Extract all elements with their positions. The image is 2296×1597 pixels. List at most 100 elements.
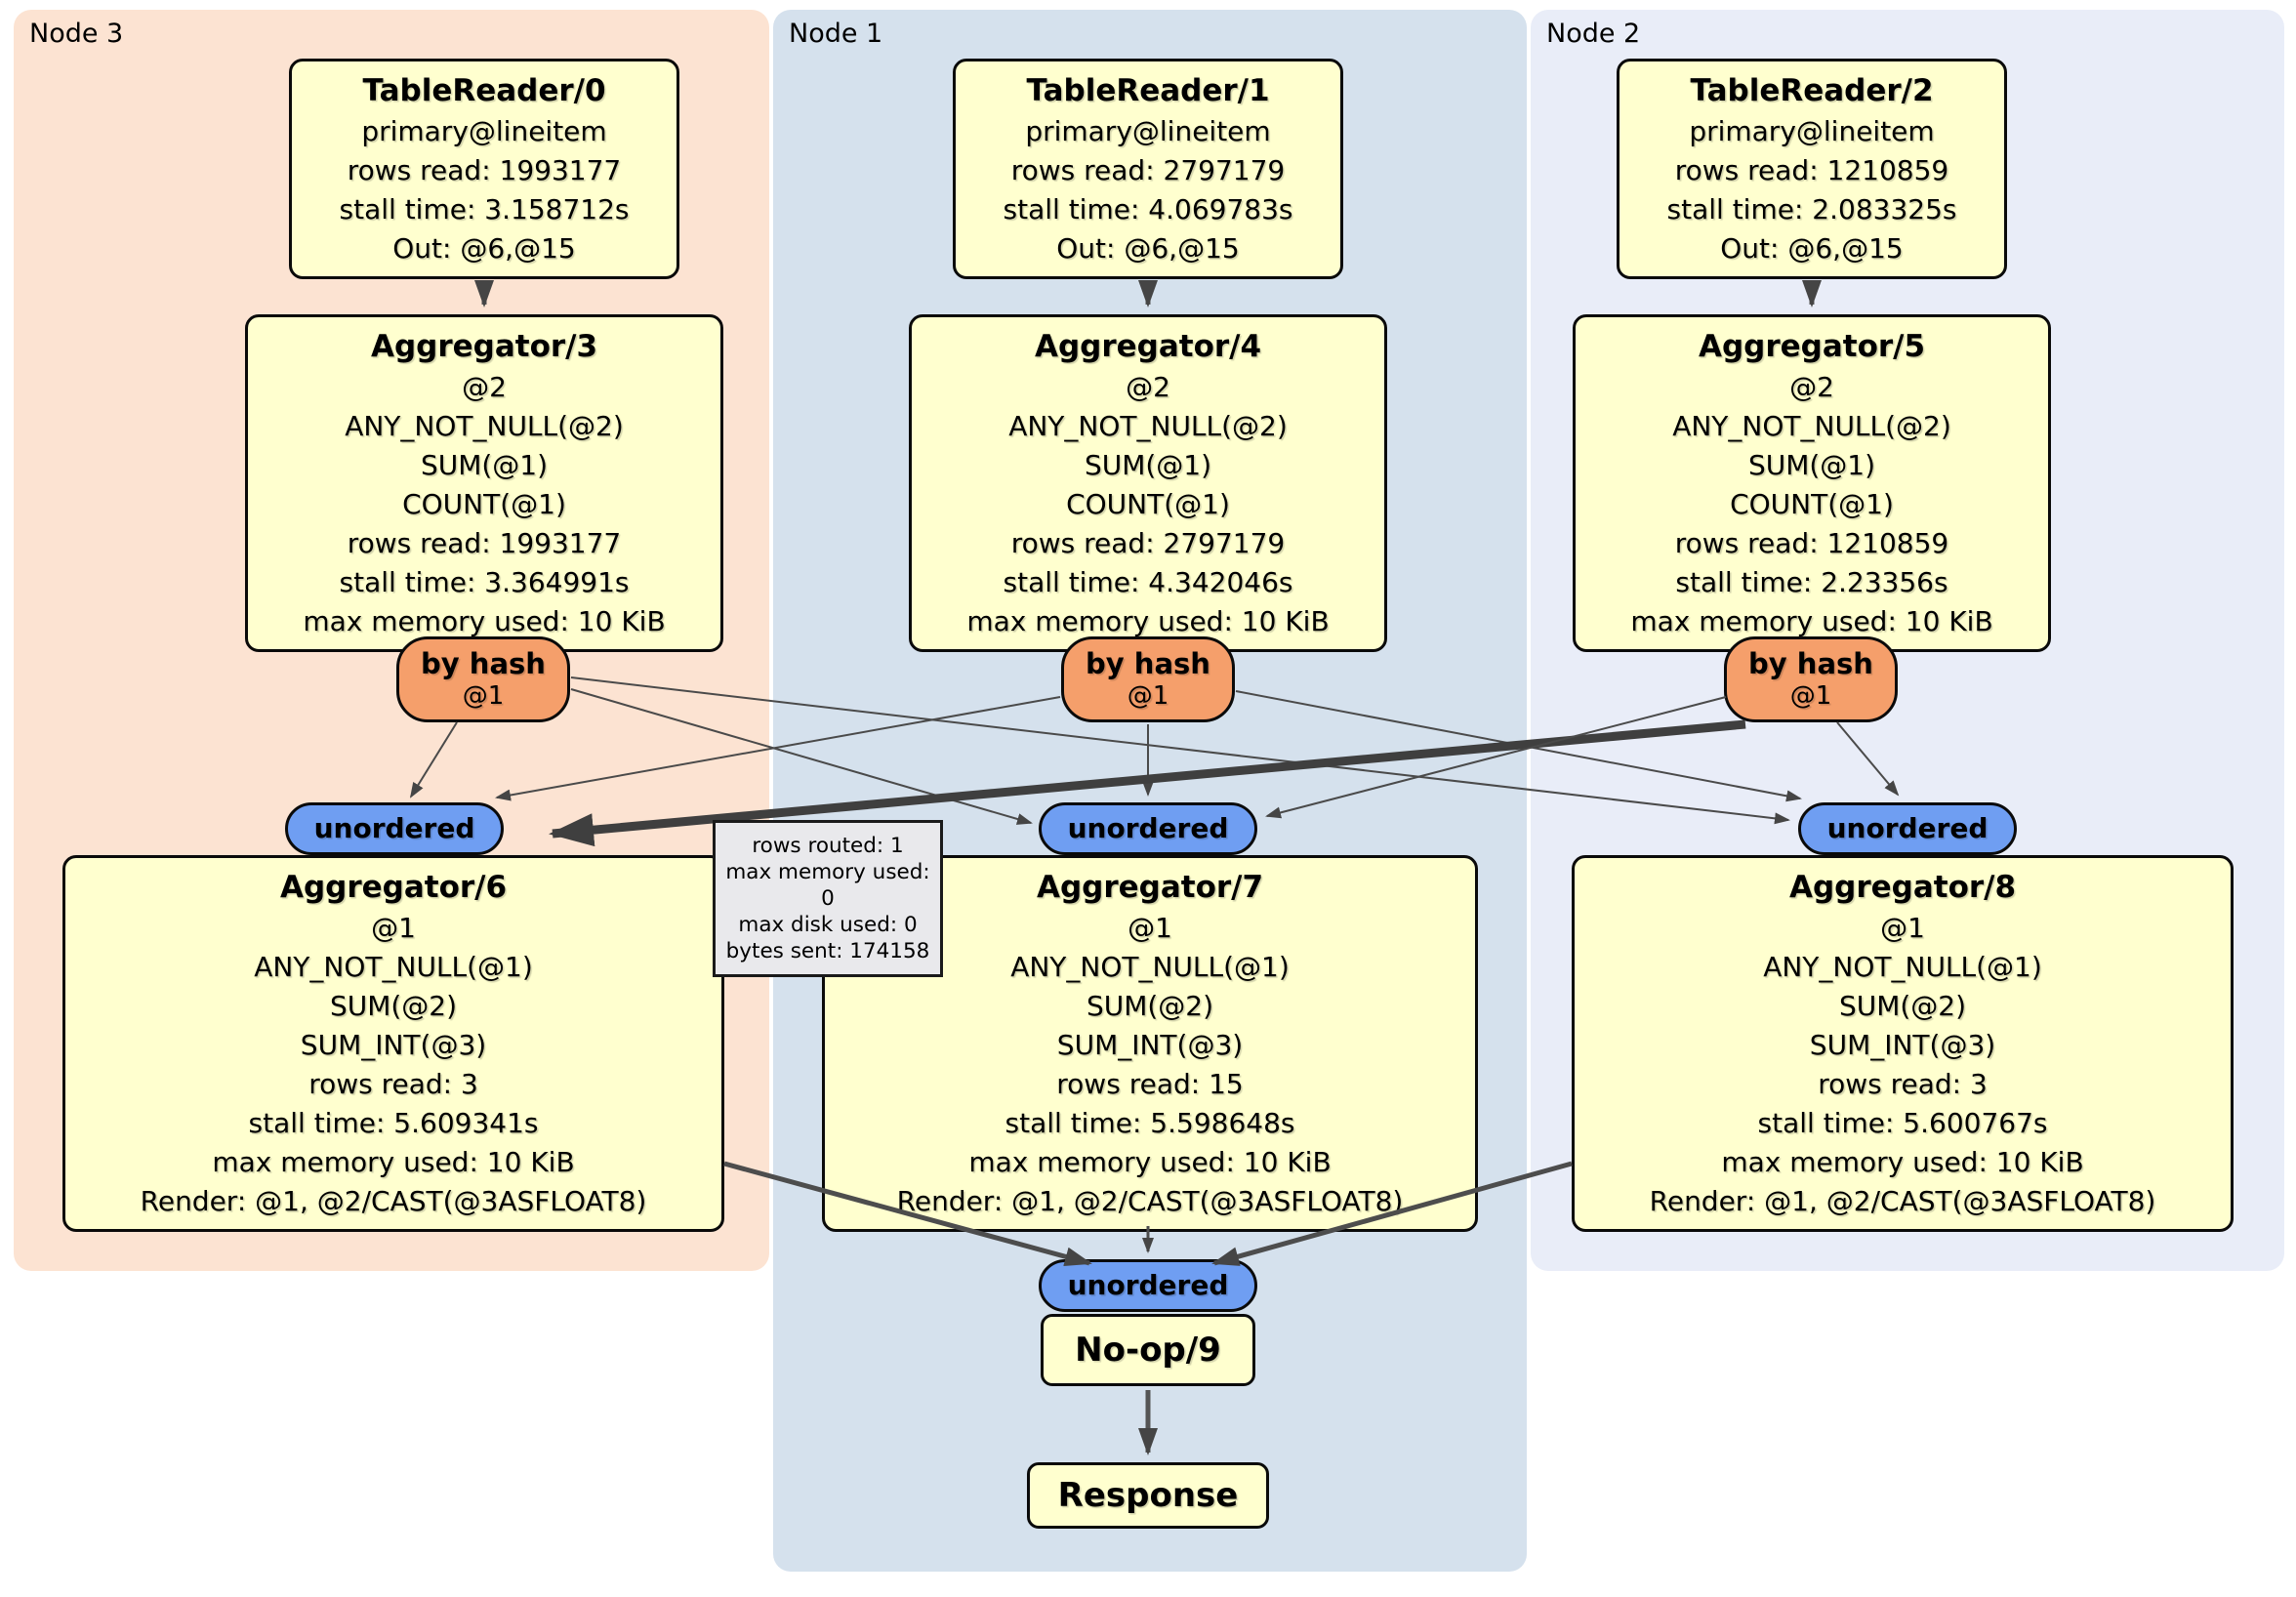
router-key: @1 xyxy=(1127,681,1169,711)
panel-node1-label: Node 1 xyxy=(789,19,883,49)
detail-line: SUM(@1) xyxy=(420,449,549,481)
detail-line: max memory used: 10 KiB xyxy=(212,1146,575,1178)
detail-line: stall time: 5.598648s xyxy=(1004,1107,1295,1139)
panel-node3-label: Node 3 xyxy=(29,19,124,49)
detail-line: SUM(@2) xyxy=(1086,990,1214,1022)
detail-line: stall time: 4.342046s xyxy=(1003,566,1293,598)
processor-title: Aggregator/8 xyxy=(1788,870,2017,905)
router-label: by hash xyxy=(1086,647,1210,680)
processor-response: Response xyxy=(1027,1462,1269,1529)
detail-line: ANY_NOT_NULL(@1) xyxy=(1763,951,2042,983)
detail-line: bytes sent: 174158 xyxy=(725,939,930,963)
processor-title: Aggregator/5 xyxy=(1698,329,1926,364)
detail-line: SUM(@1) xyxy=(1084,449,1212,481)
detail-line: stall time: 3.158712s xyxy=(339,193,630,225)
detail-line: stall time: 2.083325s xyxy=(1666,193,1957,225)
detail-line: COUNT(@1) xyxy=(402,488,566,520)
router-label: by hash xyxy=(421,647,546,680)
sync-unordered-node2: unordered xyxy=(1798,802,2017,855)
router-by-hash-node1: by hash @1 xyxy=(1061,636,1235,722)
detail-line: @2 xyxy=(462,371,507,403)
detail-line: ANY_NOT_NULL(@2) xyxy=(1672,410,1951,442)
router-by-hash-node3: by hash @1 xyxy=(396,636,570,722)
detail-line: rows read: 3 xyxy=(308,1068,478,1100)
processor-title: TableReader/2 xyxy=(1690,73,1934,108)
detail-line: primary@lineitem xyxy=(1689,115,1935,147)
sync-unordered-node3: unordered xyxy=(285,802,504,855)
detail-line: max memory used: 0 xyxy=(725,860,930,911)
detail-line: @1 xyxy=(1880,912,1925,944)
detail-line: SUM(@2) xyxy=(1838,990,1967,1022)
detail-line: rows read: 1993177 xyxy=(347,527,622,559)
detail-line: SUM_INT(@3) xyxy=(300,1029,487,1061)
detail-line: max memory used: 10 KiB xyxy=(1721,1146,2084,1178)
sync-unordered-node1: unordered xyxy=(1039,802,1257,855)
detail-line: max memory used: 10 KiB xyxy=(1630,605,1993,637)
processor-noop-9: No-op/9 xyxy=(1041,1314,1255,1386)
detail-line: rows read: 2797179 xyxy=(1010,527,1286,559)
processor-title: Aggregator/4 xyxy=(1034,329,1262,364)
detail-line: rows read: 1210859 xyxy=(1674,154,1949,186)
detail-line: @2 xyxy=(1789,371,1834,403)
detail-line: ANY_NOT_NULL(@2) xyxy=(345,410,624,442)
processor-title: Aggregator/3 xyxy=(370,329,598,364)
detail-line: COUNT(@1) xyxy=(1066,488,1230,520)
panel-node2-label: Node 2 xyxy=(1546,19,1641,49)
detail-line: COUNT(@1) xyxy=(1730,488,1894,520)
detail-line: Out: @6,@15 xyxy=(1720,232,1904,265)
detail-line: Render: @1, @2/CAST(@3ASFLOAT8) xyxy=(896,1185,1404,1217)
processor-details: primary@lineitem rows read: 1210859 stall … xyxy=(1625,112,1998,268)
processor-title: TableReader/0 xyxy=(362,73,606,108)
processor-title: Aggregator/6 xyxy=(279,870,508,905)
router-key: @1 xyxy=(462,681,505,711)
detail-line: Out: @6,@15 xyxy=(392,232,576,265)
detail-line: rows routed: 1 xyxy=(752,834,904,858)
router-by-hash-node2: by hash @1 xyxy=(1724,636,1898,722)
detail-line: SUM_INT(@3) xyxy=(1056,1029,1244,1061)
detail-line: @2 xyxy=(1126,371,1170,403)
detail-line: Out: @6,@15 xyxy=(1056,232,1240,265)
detail-line: stall time: 5.600767s xyxy=(1757,1107,2048,1139)
detail-line: rows read: 1993177 xyxy=(347,154,622,186)
processor-tablereader-2: TableReader/2 primary@lineitem rows read:… xyxy=(1617,59,2007,279)
sync-unordered-final: unordered xyxy=(1039,1259,1257,1312)
detail-line: Render: @1, @2/CAST(@3ASFLOAT8) xyxy=(1649,1185,2156,1217)
detail-line: SUM_INT(@3) xyxy=(1809,1029,1996,1061)
router-label: by hash xyxy=(1748,647,1873,680)
detail-line: max memory used: 10 KiB xyxy=(303,605,666,637)
detail-line: ANY_NOT_NULL(@2) xyxy=(1008,410,1288,442)
detail-line: max memory used: 10 KiB xyxy=(968,1146,1332,1178)
detail-line: SUM(@2) xyxy=(329,990,458,1022)
detail-line: stall time: 4.069783s xyxy=(1003,193,1293,225)
detail-line: stall time: 2.23356s xyxy=(1675,566,1948,598)
detail-line: rows read: 1210859 xyxy=(1674,527,1949,559)
detail-line: SUM(@1) xyxy=(1747,449,1876,481)
detail-line: rows read: 3 xyxy=(1818,1068,1988,1100)
processor-details: primary@lineitem rows read: 2797179 stall … xyxy=(962,112,1334,268)
detail-line: max memory used: 10 KiB xyxy=(966,605,1330,637)
detail-line: rows read: 2797179 xyxy=(1010,154,1286,186)
detail-line: stall time: 5.609341s xyxy=(248,1107,539,1139)
detail-line: ANY_NOT_NULL(@1) xyxy=(254,951,533,983)
detail-line: Render: @1, @2/CAST(@3ASFLOAT8) xyxy=(140,1185,647,1217)
detail-line: @1 xyxy=(371,912,416,944)
detail-line: rows read: 15 xyxy=(1056,1068,1244,1100)
router-key: @1 xyxy=(1789,681,1832,711)
detail-line: primary@lineitem xyxy=(1025,115,1271,147)
detail-line: ANY_NOT_NULL(@1) xyxy=(1010,951,1290,983)
detail-line: max disk used: 0 xyxy=(738,913,918,937)
